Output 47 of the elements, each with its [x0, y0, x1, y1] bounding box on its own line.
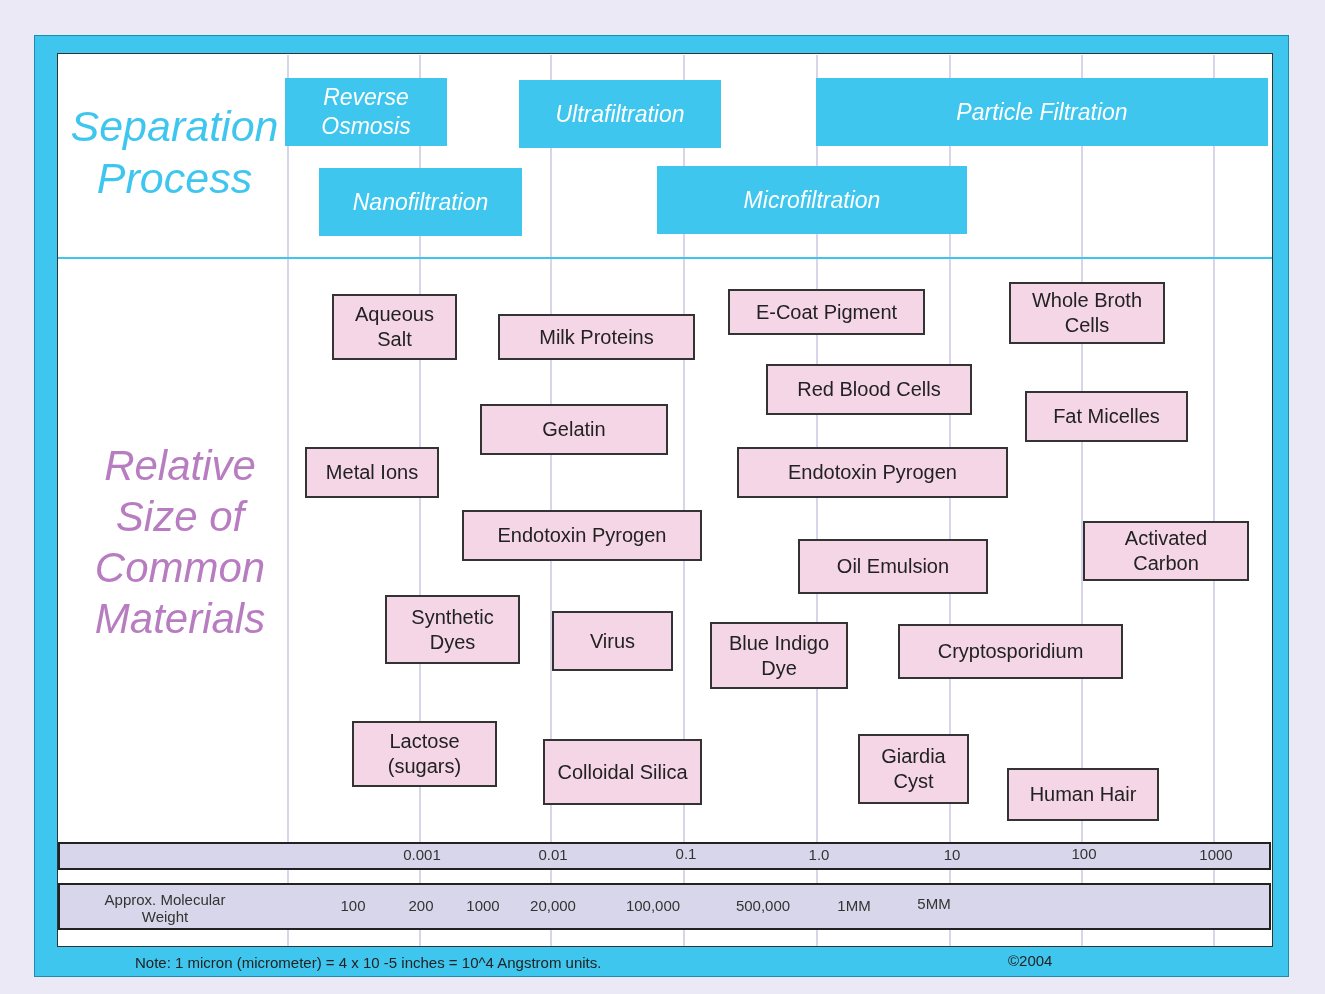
tick-label: 1MM	[837, 897, 871, 914]
footnote: Note: 1 micron (micrometer) = 4 x 10 -5 inches = 10^4 Angstrom units.	[135, 954, 603, 971]
process-band: Particle Filtration	[816, 78, 1268, 146]
tick-label: 1.0	[808, 846, 830, 863]
material-box: Endotoxin Pyrogen	[737, 447, 1008, 498]
tick-label: 100,000	[625, 897, 681, 914]
process-band: Ultrafiltration	[519, 80, 721, 148]
material-box: Activated Carbon	[1083, 521, 1249, 581]
tick-label: 500,000	[735, 897, 791, 914]
process-band: Reverse Osmosis	[285, 78, 447, 146]
material-box: Oil Emulsion	[798, 539, 988, 594]
tick-label: 200	[408, 897, 434, 914]
tick-label: 1000	[1199, 846, 1233, 863]
material-box: Cryptosporidium	[898, 624, 1123, 679]
tick-label: 100	[340, 897, 366, 914]
material-box: Fat Micelles	[1025, 391, 1188, 442]
process-band: Nanofiltration	[319, 168, 522, 236]
material-box: Human Hair	[1007, 768, 1159, 821]
axis-title: Approx. Molecular Weight	[103, 891, 227, 925]
section-heading: Separation Process	[69, 101, 280, 204]
material-box: E-Coat Pigment	[728, 289, 925, 335]
tick-label: 20,000	[530, 897, 576, 914]
copyright-text: ©2004	[1008, 952, 1054, 969]
tick-label: 5MM	[917, 895, 951, 912]
material-box: Red Blood Cells	[766, 364, 972, 415]
tick-label: 0.01	[538, 846, 568, 863]
process-band: Microfiltration	[657, 166, 967, 234]
material-box: Lactose (sugars)	[352, 721, 497, 787]
tick-label: 10	[943, 846, 961, 863]
material-box: Metal Ions	[305, 447, 439, 498]
section-heading: Relative Size of Common Materials	[93, 441, 267, 644]
material-box: Blue Indigo Dye	[710, 622, 848, 689]
scale-bar	[58, 883, 1271, 930]
tick-label: 0.001	[403, 846, 441, 863]
material-box: Giardia Cyst	[858, 734, 969, 804]
material-box: Virus	[552, 611, 673, 671]
tick-label: 100	[1071, 845, 1097, 862]
material-box: Synthetic Dyes	[385, 595, 520, 664]
material-box: Whole Broth Cells	[1009, 282, 1165, 344]
material-box: Endotoxin Pyrogen	[462, 510, 702, 561]
material-box: Gelatin	[480, 404, 668, 455]
tick-label: 1000	[466, 897, 500, 914]
scale-bar	[58, 842, 1271, 870]
material-box: Milk Proteins	[498, 314, 695, 360]
tick-label: 0.1	[675, 845, 697, 862]
material-box: Aqueous Salt	[332, 294, 457, 360]
material-box: Colloidal Silica	[543, 739, 702, 805]
